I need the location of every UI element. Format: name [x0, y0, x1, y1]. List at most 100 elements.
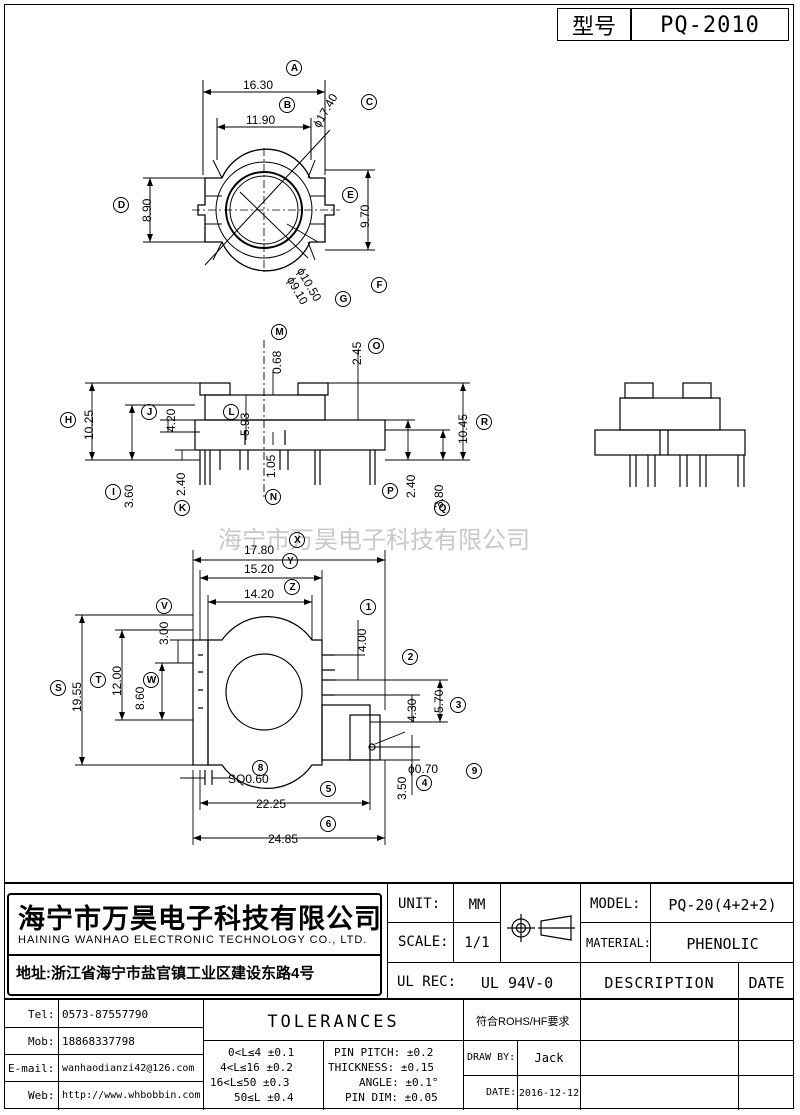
company-address: 地址:浙江省海宁市盐官镇工业区建设东路4号 — [16, 965, 315, 982]
tolerance-line-3: 16<L≤50 ±0.3 — [210, 1076, 290, 1089]
callout-a — [286, 60, 302, 76]
callout-t-label: T — [95, 675, 102, 686]
company-divider — [7, 954, 382, 956]
title-block-col-rule-1 — [387, 883, 388, 998]
unit-value: MM — [468, 897, 486, 913]
callout-d — [113, 197, 129, 213]
pin-tolerance-3: ANGLE: ±0.1° — [359, 1076, 439, 1089]
ul-value: UL 94V-0 — [480, 974, 554, 992]
callout-y-label: Y — [287, 556, 294, 567]
header-divider — [630, 8, 632, 41]
web-label: Web: — [28, 1089, 55, 1102]
contacts-col-rule — [58, 1000, 59, 1110]
bottom-view-callouts — [50, 532, 482, 832]
callout-m-label: M — [275, 327, 284, 338]
description-row-rule-1 — [580, 1040, 794, 1041]
callout-e — [342, 187, 358, 203]
tolerance-line-2: 4<L≤16 ±0.2 — [220, 1061, 293, 1074]
title-block-top-rule — [4, 882, 794, 884]
description-row-rule-2 — [580, 1075, 794, 1076]
callout-z-label: Z — [289, 582, 296, 593]
description-label: DESCRIPTION — [604, 974, 715, 992]
tolerances-row-rule — [203, 1040, 738, 1041]
contacts-row-rule-1 — [4, 1027, 204, 1028]
scale-label: SCALE: — [398, 934, 449, 950]
callout-c — [361, 94, 377, 110]
pin-tolerance-1: PIN PITCH: ±0.2 — [334, 1046, 434, 1059]
callout-s-label: S — [55, 683, 62, 694]
callout-e-label: E — [347, 190, 354, 201]
dim-z-value: 14.20 — [244, 587, 275, 601]
header-model-label: 型号 — [571, 14, 616, 39]
email-value[interactable]: wanhaodianzi42@126.com — [62, 1063, 195, 1074]
top-view-drawing — [143, 80, 375, 272]
drawby-row-rule — [463, 1075, 580, 1076]
callout-n-label: N — [269, 492, 278, 503]
draw-by-label: DRAW BY: — [467, 1052, 516, 1063]
tel-label: Tel: — [28, 1008, 55, 1021]
title-block-col-rule-2 — [453, 883, 454, 963]
callout-q-label: Q — [438, 503, 447, 514]
tolerances-col-rule-1 — [323, 1040, 324, 1110]
title-block-row-rule-2 — [387, 962, 794, 963]
callout-b — [279, 97, 295, 113]
tolerance-line-1: 0<L≤4 ±0.1 — [228, 1046, 295, 1059]
company-box — [7, 893, 382, 996]
callout-w-label: W — [146, 675, 157, 686]
pin-tolerance-2: THICKNESS: ±0.15 — [328, 1061, 434, 1074]
date-field-label: DATE: — [486, 1087, 517, 1098]
callout-h-label: H — [64, 415, 73, 426]
dim-a-value: 16.30 — [243, 78, 274, 92]
model-label: MODEL: — [590, 896, 641, 912]
side-view-drawing — [85, 340, 746, 500]
callout-9-label: 9 — [471, 766, 478, 777]
callout-c-label: C — [365, 97, 374, 108]
tolerances-title: TOLERANCES — [267, 1012, 400, 1032]
callout-2-label: 2 — [407, 652, 414, 663]
ul-label: UL REC: — [397, 974, 457, 990]
tel-value: 0573-87557790 — [62, 1008, 149, 1021]
callout-l-label: L — [228, 407, 235, 418]
web-value[interactable]: http://www.whbobbin.com — [62, 1090, 201, 1101]
top-view-callouts — [113, 60, 387, 307]
date-col-rule — [738, 962, 739, 1110]
callout-i-label: I — [112, 487, 115, 498]
bottom-view-drawing — [75, 550, 448, 845]
callout-o-label: O — [372, 341, 381, 352]
callout-f-label: F — [376, 280, 383, 291]
company-name-en: HAINING WANHAO ELECTRONIC TECHNOLOGY CO.… — [18, 934, 368, 946]
callout-j-label: J — [146, 407, 153, 418]
header-model-value: PQ-2010 — [660, 12, 760, 38]
model-value: PQ-20(4+2+2) — [668, 896, 777, 914]
rohs-note: 符合ROHS/HF要求 — [476, 1016, 570, 1028]
tolerance-line-4: 50≤L ±0.4 — [234, 1091, 294, 1104]
dim-6-value: 24.85 — [268, 832, 299, 846]
title-block-col-rule-4 — [580, 883, 581, 998]
projection-symbol-icon — [507, 914, 575, 942]
header-model-box — [557, 8, 789, 41]
callout-k-label: K — [178, 503, 187, 514]
mob-label: Mob: — [28, 1035, 55, 1048]
callout-g — [335, 291, 351, 307]
callout-r-label: R — [480, 417, 489, 428]
dim-y-value: 15.20 — [244, 562, 275, 576]
date-header-label: DATE — [748, 974, 785, 992]
dim-9-value: ϕ0.70 — [408, 762, 439, 776]
drawby-col-rule — [517, 1040, 518, 1110]
callout-6-label: 6 — [325, 819, 332, 830]
date-field-value: 2016-12-12 — [518, 1087, 580, 1099]
pin-tolerance-4: PIN DIM: ±0.05 — [345, 1091, 438, 1104]
draw-by-value: Jack — [534, 1051, 564, 1065]
dim-5-value: 22.25 — [256, 797, 287, 811]
scale-value: 1/1 — [464, 935, 490, 951]
callout-f — [371, 277, 387, 293]
dim-b-value: 11.90 — [246, 113, 276, 127]
model-row-rule — [580, 922, 794, 923]
callout-g-label: G — [339, 294, 348, 305]
dim-x-value: 17.80 — [244, 543, 275, 557]
side-view-callouts — [60, 324, 492, 516]
callout-8-label: 8 — [257, 763, 264, 774]
callout-4-label: 4 — [421, 778, 428, 789]
title-block-row-rule-3 — [4, 998, 794, 1000]
callout-d-label: D — [117, 200, 126, 211]
